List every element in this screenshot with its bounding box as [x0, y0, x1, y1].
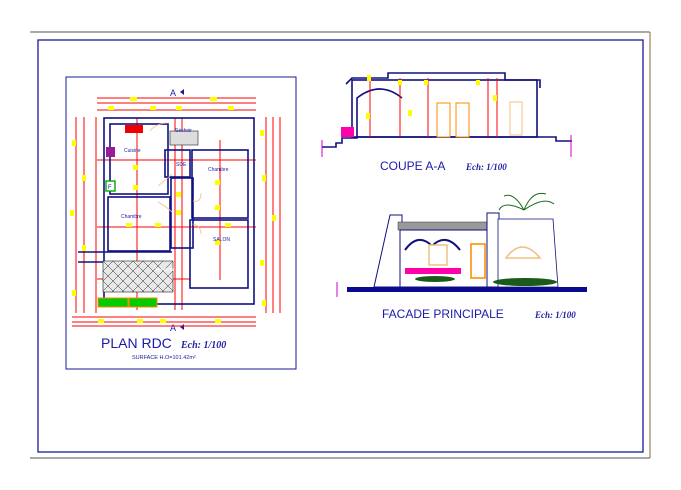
- walls: [78, 117, 255, 305]
- room-label-cuisine: Cuisine: [124, 148, 141, 154]
- room-label-salon: SALON: [213, 237, 230, 243]
- facade-door: [470, 243, 486, 279]
- facade-scale: Ech: 1/100: [534, 310, 576, 320]
- coupe-stair-rail: [341, 127, 354, 137]
- plan-scale: Ech: 1/100: [180, 340, 226, 351]
- facade-pillar: [486, 212, 500, 288]
- coupe-doors: [436, 101, 523, 138]
- plan-surface: SURFACE H.O=101.42m²: [132, 355, 196, 361]
- palm-tree-icon: [498, 192, 555, 211]
- kitchen-sink: [125, 125, 143, 133]
- hatched-areas: [102, 130, 199, 293]
- planter-left: [97, 297, 129, 308]
- facade-stair: [373, 214, 403, 288]
- planter-right: [128, 297, 158, 308]
- plan-title: PLAN RDC: [101, 335, 172, 351]
- coupe-axes: [369, 75, 498, 137]
- facade-ground: [347, 287, 587, 292]
- facade-principale: FACADE PRINCIPALE Ech: 1/100: [336, 192, 587, 321]
- facade-roof: [397, 221, 489, 231]
- plan-rdc: A A: [65, 76, 297, 370]
- facade-balustrade: [405, 268, 461, 274]
- section-marker-bottom: A: [170, 323, 176, 333]
- fridge-label: F: [108, 185, 112, 191]
- coupe-title: COUPE A-A: [380, 159, 445, 173]
- dimension-tags: [70, 97, 276, 323]
- room-label-sechoir: Séchoir: [175, 128, 192, 134]
- section-marker-top: A: [170, 88, 176, 98]
- coupe-scale: Ech: 1/100: [465, 162, 507, 172]
- room-label-sde: SDE: [176, 162, 187, 168]
- stove: [106, 147, 115, 157]
- sheet-frame: [30, 31, 651, 459]
- section-arrow-icon: [180, 324, 184, 330]
- room-label-chambre-right: Chambre: [208, 167, 229, 173]
- facade-arched-window: [504, 246, 542, 259]
- facade-window: [428, 244, 448, 266]
- door-swings: [149, 122, 202, 235]
- plan-frame: [65, 76, 297, 370]
- room-label-veranda: Veranda: [155, 267, 174, 273]
- facade-shrubs: [415, 276, 557, 286]
- section-arrow-icon: [180, 89, 184, 95]
- fridge: [105, 180, 116, 192]
- facade-title: FACADE PRINCIPALE: [382, 307, 504, 321]
- room-label-chambre-left: Chambre: [121, 214, 142, 220]
- coupe-a-a: COUPE A-A Ech: 1/100: [321, 72, 572, 173]
